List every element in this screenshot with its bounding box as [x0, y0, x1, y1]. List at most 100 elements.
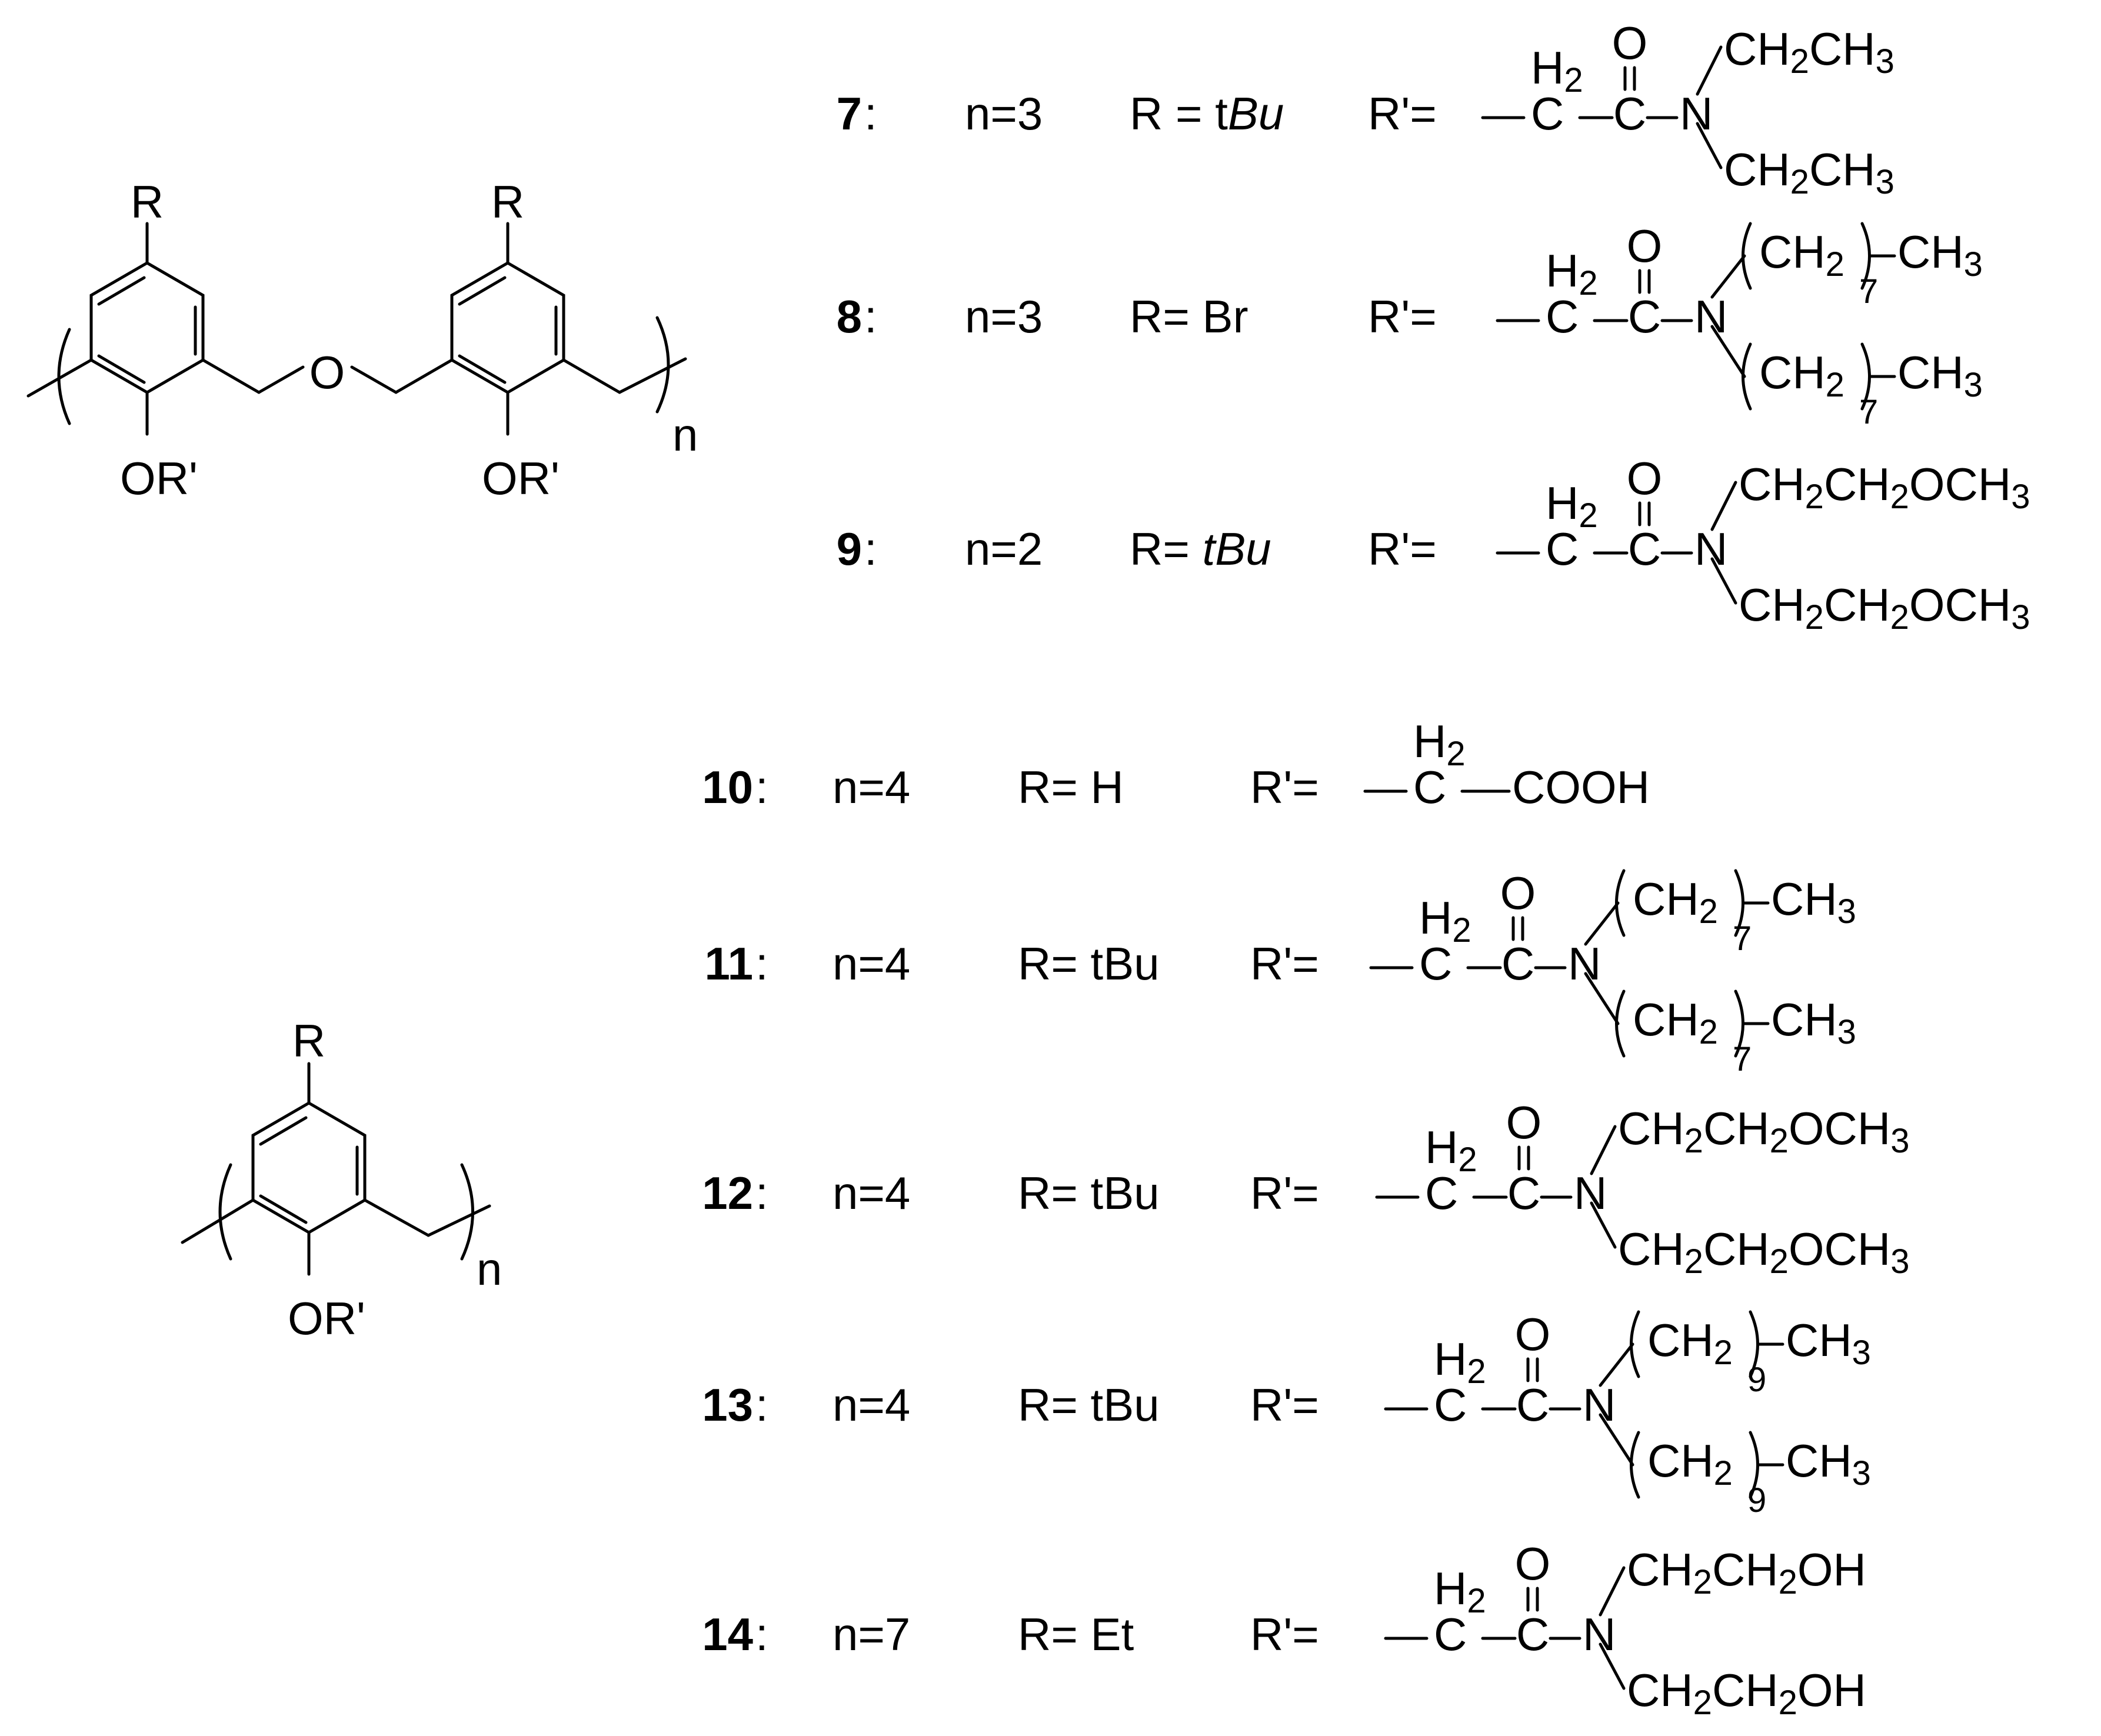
compound-number: 12	[702, 1167, 753, 1219]
nitrogen-label: N	[1583, 1608, 1616, 1660]
carbonyl-o-label: O	[1612, 17, 1648, 69]
compound-r-value: R= H	[1018, 761, 1124, 813]
ch2-h-label: H2	[1419, 892, 1471, 949]
nitrogen-label: N	[1568, 938, 1601, 989]
octyl-terminal-methyl: CH3	[1897, 226, 1983, 284]
label-r-3: R	[292, 1015, 325, 1067]
methoxyethyl-chain-upper: CH2CH2OCH3	[1618, 1102, 1909, 1160]
octyl-terminal-methyl: CH3	[1771, 994, 1856, 1051]
ch2-h-label: H2	[1434, 1333, 1486, 1391]
carbonyl-c-label: C	[1628, 291, 1661, 342]
decyl-terminal-methyl: CH3	[1786, 1314, 1871, 1372]
hydroxyethyl-chain-upper: CH2CH2OH	[1627, 1544, 1866, 1601]
octyl-terminal-methyl: CH3	[1897, 346, 1983, 404]
carbonyl-c-label: C	[1516, 1608, 1549, 1660]
decyl-repeat-count: 9	[1747, 1361, 1766, 1399]
methoxyethyl-chain-lower: CH2CH2OCH3	[1739, 579, 2030, 637]
compound-rprime-label: R'=	[1250, 938, 1319, 989]
compound-rprime-label: R'=	[1368, 291, 1437, 342]
compound-n-value: n=7	[833, 1608, 910, 1660]
decyl-chain-upper: CH2	[1647, 1314, 1733, 1372]
compound-number: 13	[702, 1379, 753, 1431]
compound-colon: :	[755, 1167, 768, 1219]
carbonyl-o-label: O	[1627, 220, 1663, 272]
compound-r-value: R= tBu	[1018, 1167, 1160, 1219]
hydroxyethyl-chain-lower: CH2CH2OH	[1627, 1664, 1866, 1722]
ring-3	[251, 1101, 367, 1234]
ch2-c-label: C	[1546, 291, 1579, 342]
ch2-c-label: C	[1425, 1167, 1458, 1219]
compound-r-value: R= Br	[1130, 291, 1248, 342]
methoxyethyl-chain-upper: CH2CH2OCH3	[1739, 458, 2030, 516]
compound-colon: :	[864, 88, 877, 139]
nitrogen-label: N	[1680, 88, 1713, 139]
structure-ether-dimer: R R O OR' OR' n	[26, 176, 698, 504]
carbonyl-c-label: C	[1628, 523, 1661, 575]
octyl-chain-lower: CH2	[1759, 346, 1844, 404]
decyl-repeat-count: 9	[1747, 1481, 1766, 1520]
nitrogen-label: N	[1574, 1167, 1607, 1219]
compound-number: 14	[702, 1608, 753, 1660]
carbonyl-o-label: O	[1515, 1308, 1551, 1360]
decyl-terminal-methyl: CH3	[1786, 1435, 1871, 1492]
structure-calixarene-unit: R OR' n	[181, 1015, 502, 1344]
octyl-chain-upper: CH2	[1759, 226, 1844, 284]
compound-colon: :	[755, 1379, 768, 1431]
ch2-c-label: C	[1413, 761, 1446, 813]
label-or-prime-3: OR'	[288, 1292, 365, 1344]
compound-rprime-label: R'=	[1250, 761, 1319, 813]
compound-n-value: n=4	[833, 761, 910, 813]
label-n-subscript-2: n	[477, 1243, 502, 1295]
bracket-right-2	[460, 1163, 474, 1261]
octyl-chain-upper: CH2	[1633, 873, 1718, 931]
ch2-h-label: H2	[1531, 42, 1583, 99]
compound-r-value: R = tBu	[1130, 88, 1284, 139]
octyl-chain-lower: CH2	[1633, 994, 1718, 1051]
compound-rprime-label: R'=	[1250, 1608, 1319, 1660]
octyl-repeat-count: 7	[1733, 919, 1752, 958]
compound-n-value: n=4	[833, 938, 910, 989]
ch2-c-label: C	[1434, 1608, 1467, 1660]
compound-rprime-label: R'=	[1368, 523, 1437, 575]
compound-number: 10	[702, 761, 753, 813]
carbonyl-c-label: C	[1613, 88, 1646, 139]
compound-n-value: n=4	[833, 1379, 910, 1431]
compound-number: 11	[705, 938, 753, 989]
compound-n-value: n=3	[965, 88, 1043, 139]
methoxyethyl-chain-lower: CH2CH2OCH3	[1618, 1223, 1909, 1281]
label-n-subscript: n	[672, 409, 698, 461]
nitrogen-label: N	[1583, 1379, 1616, 1431]
octyl-repeat-count: 7	[1859, 393, 1878, 431]
compound-r-value: R= tBu	[1018, 938, 1160, 989]
ethyl-chain-upper: CH2CH3	[1724, 23, 1894, 81]
label-or-prime-1: OR'	[120, 452, 198, 504]
label-or-prime-2: OR'	[482, 452, 560, 504]
decyl-chain-lower: CH2	[1647, 1435, 1733, 1492]
ethyl-chain-lower: CH2CH3	[1724, 144, 1894, 201]
compound-rprime-label: R'=	[1250, 1379, 1319, 1431]
compound-colon: :	[755, 761, 768, 813]
compound-number: 7	[837, 88, 862, 139]
compound-colon: :	[755, 938, 768, 989]
octyl-repeat-count: 7	[1859, 272, 1878, 311]
compound-colon: :	[864, 523, 877, 575]
ch2-c-label: C	[1434, 1379, 1467, 1431]
carbonyl-o-label: O	[1515, 1538, 1551, 1590]
compound-r-value: R= Et	[1018, 1608, 1134, 1660]
compound-r-value: R= tBu	[1018, 1379, 1160, 1431]
carbonyl-o-label: O	[1500, 867, 1536, 919]
nitrogen-label: N	[1694, 523, 1727, 575]
label-r-1: R	[131, 176, 164, 228]
compound-r-value: R= tBu	[1130, 523, 1271, 575]
compound-colon: :	[755, 1608, 768, 1660]
bracket-right	[655, 316, 670, 414]
